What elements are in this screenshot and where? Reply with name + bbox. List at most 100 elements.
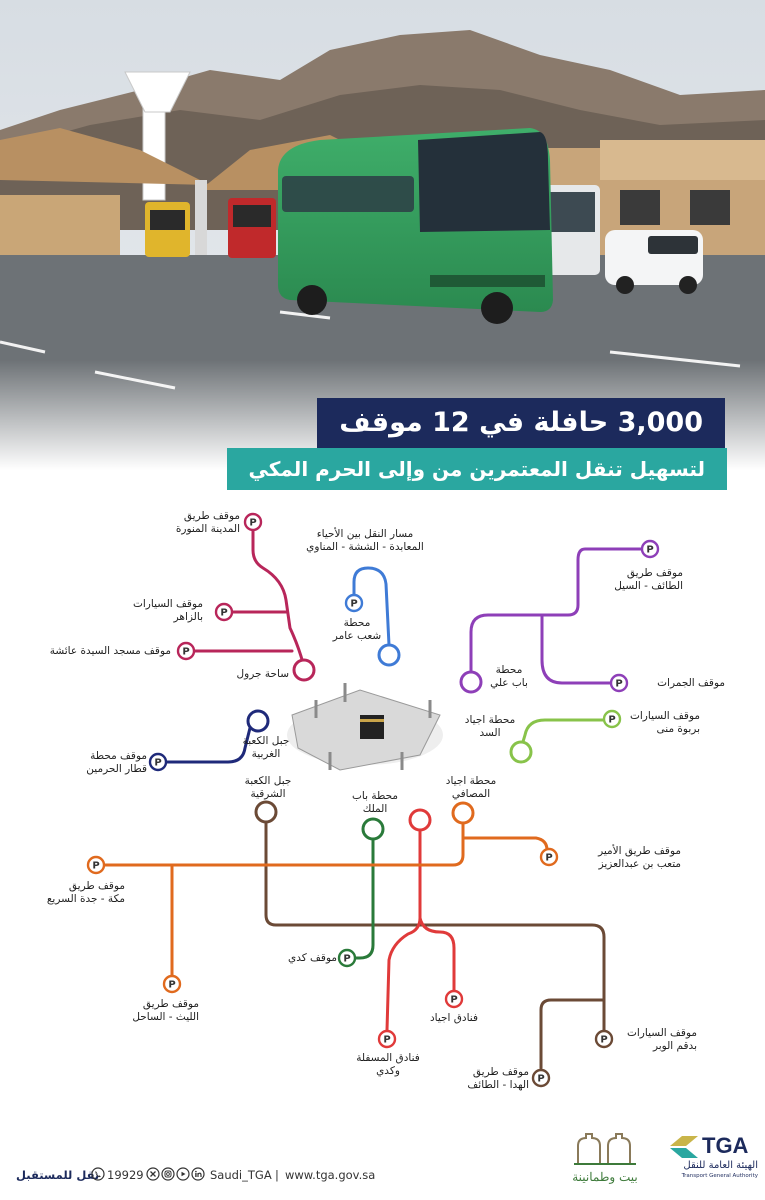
bus-terminal-photo [0, 0, 765, 470]
haram-illustration [287, 683, 443, 771]
parking-icon: P [337, 948, 357, 968]
route-brown [264, 820, 606, 1070]
parking-icon: P [176, 641, 196, 661]
footer-separator: | [275, 1168, 279, 1182]
vision-mark-text: بيت وطمانينة [572, 1170, 638, 1184]
station-circle-ajyad-sad [509, 740, 533, 764]
svg-text:P: P [608, 715, 615, 726]
footer-phone[interactable]: 19929 [107, 1168, 144, 1182]
vision-mark-icon [574, 1133, 636, 1165]
parking-icon: P [531, 1068, 551, 1088]
label-jarwal: ساحة جرول [236, 668, 289, 680]
phone-icon [91, 1167, 105, 1181]
svg-text:P: P [646, 545, 653, 556]
headline-sub: لتسهيل تنقل المعتمرين من وإلى الحرم المك… [248, 457, 705, 481]
x-icon[interactable] [146, 1167, 160, 1181]
tga-english-name: Transport General Authority [681, 1173, 758, 1179]
label-aisha-mosque: موقف مسجد السيدة عائشة [49, 645, 171, 657]
station-circle-bab-malik [361, 817, 385, 841]
route-lightgreen [520, 718, 606, 747]
parking-icon: P [594, 1029, 614, 1049]
footer-slogan: نقل للمستقبل [16, 1168, 100, 1182]
station-circle-kaaba-east [254, 800, 278, 824]
svg-text:P: P [168, 980, 175, 991]
vision-logo: بيت وطمانينة [570, 1132, 640, 1184]
route-darkgreen [353, 836, 375, 960]
tga-abbr: TGA [702, 1133, 749, 1158]
route-red [385, 828, 456, 1032]
linkedin-icon[interactable] [191, 1167, 205, 1181]
parking-icon: P [377, 1029, 397, 1049]
parking-icon: P [640, 539, 660, 559]
svg-text:P: P [350, 599, 357, 610]
station-circle-ajyad-masafi [451, 801, 475, 825]
parking-icon: P [444, 989, 464, 1009]
parking-icon: P [609, 673, 629, 693]
svg-text:P: P [154, 758, 161, 769]
label-ajyad-hotels: فنادق اجياد [430, 1012, 478, 1024]
tga-logo: TGA الهيئة العامة للنقل Transport Genera… [668, 1134, 758, 1184]
station-circle-shaab-amer [377, 643, 401, 667]
parking-icon: P [148, 752, 168, 772]
route-blue [352, 566, 391, 647]
headline-banner: 3,000 حافلة في 12 موقف [317, 398, 725, 448]
station-circle-bab-ali [459, 670, 483, 694]
svg-text:P: P [92, 861, 99, 872]
svg-text:P: P [600, 1035, 607, 1046]
svg-text:P: P [220, 608, 227, 619]
label-kudai-stop: موقف كدي [287, 952, 337, 964]
svg-text:P: P [545, 853, 552, 864]
tga-arabic-name: الهيئة العامة للنقل [683, 1160, 758, 1171]
subheadline-banner: لتسهيل تنقل المعتمرين من وإلى الحرم المك… [226, 448, 727, 490]
instagram-icon[interactable] [161, 1167, 175, 1181]
parking-icon: P [243, 512, 263, 532]
route-crimson [185, 522, 305, 665]
parking-icon: P [539, 847, 559, 867]
parking-icon: P [214, 602, 234, 622]
parking-icon: P [162, 974, 182, 994]
parking-icon: P [86, 855, 106, 875]
parking-icon: P [602, 709, 622, 729]
svg-text:P: P [450, 995, 457, 1006]
svg-text:P: P [383, 1035, 390, 1046]
station-circle-jarwal [292, 658, 316, 682]
footer: نقل للمستقبل 19929 Saudi_TGA | www.tga.g… [0, 1120, 765, 1200]
svg-text:P: P [343, 954, 350, 965]
station-circle-ajyad-red [408, 808, 432, 832]
route-orange [103, 820, 549, 977]
route-map: P P P P P P P P P P P P P P P P [86, 512, 660, 1088]
label-jamarat: موقف الجمرات [657, 677, 725, 689]
youtube-icon[interactable] [176, 1167, 190, 1181]
route-purple [469, 547, 651, 685]
footer-handle[interactable]: Saudi_TGA [210, 1168, 272, 1182]
headline-main: 3,000 حافلة في 12 موقف [339, 407, 703, 438]
parking-icon: P [344, 593, 364, 613]
svg-text:P: P [615, 679, 622, 690]
svg-text:P: P [249, 518, 256, 529]
svg-text:P: P [537, 1074, 544, 1085]
route-navy [163, 726, 252, 764]
footer-website[interactable]: www.tga.gov.sa [285, 1168, 376, 1182]
svg-text:P: P [182, 647, 189, 658]
station-circle-kaaba-west [246, 709, 270, 733]
tga-emblem-icon [670, 1136, 698, 1158]
